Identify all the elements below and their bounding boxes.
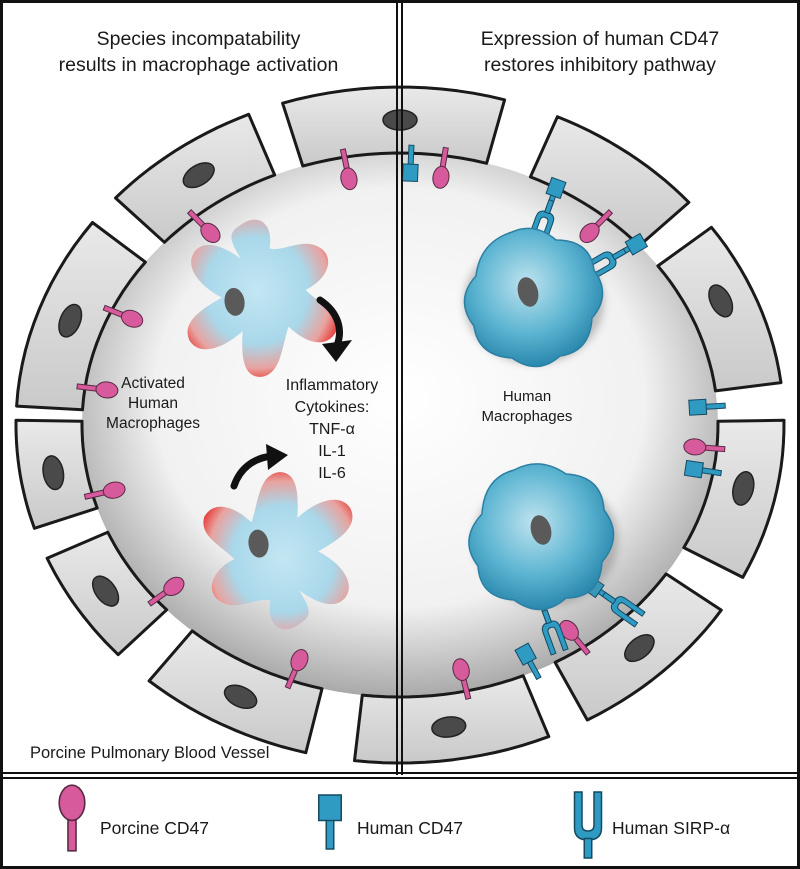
cell-nucleus xyxy=(91,575,120,607)
title-line: Species incompatability xyxy=(96,28,301,50)
cell-nucleus xyxy=(223,684,258,710)
porcine-cd47 xyxy=(102,304,144,328)
activated-macrophages-label: Activated Human Macrophages xyxy=(88,374,218,434)
cell-nucleus xyxy=(431,716,467,738)
macrophage-nucleus xyxy=(530,515,552,545)
porcine-cd47 xyxy=(186,209,221,243)
label-line: Cytokines: xyxy=(294,399,370,416)
label-line: Human xyxy=(502,388,552,405)
label-line: IL-1 xyxy=(318,443,346,460)
title-line: Expression of human CD47 xyxy=(480,28,720,50)
cell-nucleus xyxy=(624,634,655,663)
porcine-cd47 xyxy=(579,209,614,243)
human-cd47 xyxy=(683,459,723,479)
right-panel-title: Expression of human CD47 restores inhibi… xyxy=(402,26,798,78)
legend-porcine-cd47-icon xyxy=(58,784,86,852)
title-line: restores inhibitory pathway xyxy=(484,54,716,76)
porcine-cd47 xyxy=(83,481,126,500)
legend-human-sirpa-icon xyxy=(573,791,603,859)
label-line: Activated xyxy=(121,375,185,392)
label-line: Macrophages xyxy=(106,415,200,432)
legend-porcine-cd47-label: Porcine CD47 xyxy=(100,818,209,838)
porcine-cd47 xyxy=(284,649,309,690)
legend-human-cd47-icon xyxy=(318,794,342,850)
arrow-head xyxy=(266,444,288,470)
label-line: TNF-α xyxy=(309,421,355,438)
cell-nucleus xyxy=(58,303,83,338)
porcine-cd47 xyxy=(76,381,119,399)
cell-nucleus xyxy=(42,455,65,491)
label-line: Inflammatory xyxy=(285,377,379,394)
cell-nucleus xyxy=(708,284,734,318)
arrow-head xyxy=(322,340,352,362)
human-cd47 xyxy=(514,642,542,681)
legend-human-cd47-label: Human CD47 xyxy=(357,818,464,838)
porcine-cd47 xyxy=(452,658,472,700)
porcine-cd47 xyxy=(339,148,358,191)
legend-human-sirpa-label: Human SIRP-α xyxy=(612,818,731,838)
label-line: Macrophages xyxy=(481,408,573,425)
macrophage-nucleus xyxy=(517,277,539,307)
human-macrophage-bottom xyxy=(468,463,618,611)
porcine-cd47 xyxy=(683,438,726,456)
vessel-wall xyxy=(14,85,786,765)
cytokines-label: Inflammatory Cytokines: TNF-α IL-1 IL-6 xyxy=(262,375,402,485)
activated-macrophage-top xyxy=(187,219,337,377)
human-cd47 xyxy=(688,398,726,416)
vessel-label: Porcine Pulmonary Blood Vessel xyxy=(30,744,270,762)
human-cd47 xyxy=(401,144,419,183)
macrophage-nucleus xyxy=(248,529,269,558)
label-line: IL-6 xyxy=(318,465,346,482)
porcine-cd47 xyxy=(432,146,450,189)
macrophage-nucleus xyxy=(224,287,245,316)
human-macrophage-top xyxy=(463,227,604,368)
cell-nucleus xyxy=(732,470,755,506)
cell-nucleus xyxy=(182,162,215,189)
left-panel-title: Species incompatability results in macro… xyxy=(0,26,397,78)
porcine-cd47 xyxy=(147,576,185,607)
human-macrophages-label: Human Macrophages xyxy=(462,387,592,427)
activated-macrophage-bottom xyxy=(203,472,353,630)
title-line: results in macrophage activation xyxy=(58,54,339,76)
cell-nucleus xyxy=(382,109,418,131)
label-line: Human xyxy=(128,395,178,412)
